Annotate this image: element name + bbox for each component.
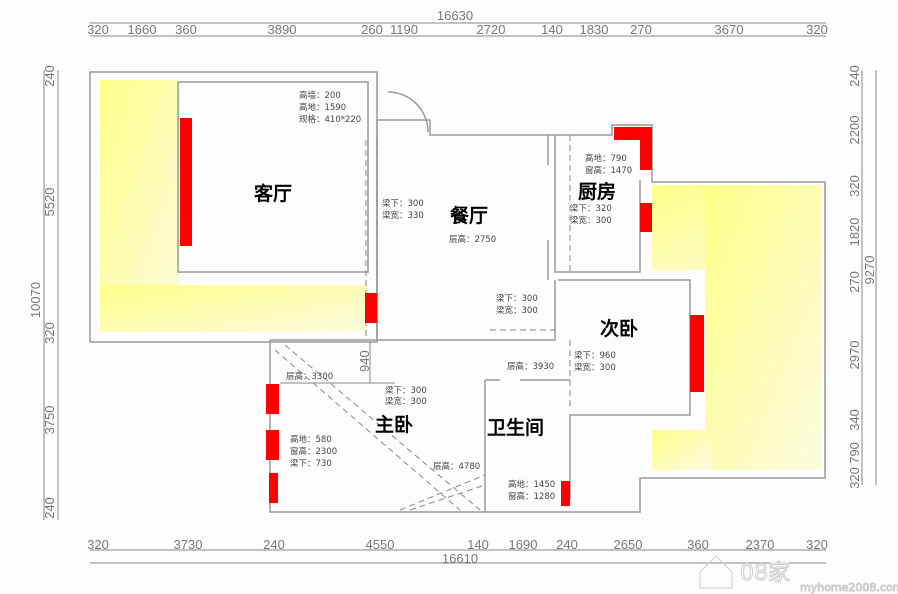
window-living-2	[365, 293, 377, 323]
note: 层高：2750	[449, 234, 496, 245]
note: 高地：1450	[508, 479, 555, 490]
dimension-label: 1190	[390, 22, 418, 37]
window-bathroom	[561, 481, 570, 506]
dimension-label: 240	[263, 537, 285, 552]
windows	[180, 118, 704, 506]
dimension-label: 260	[361, 22, 383, 37]
bottom-dimension: 16610 320 3730 240 4550 140 1690 240 2650 360 237…	[87, 537, 828, 566]
note: 高地：1590	[299, 102, 346, 113]
dimension-label: 2650	[614, 537, 643, 552]
room-dining: 餐厅	[450, 204, 488, 227]
watermark-logo: 08家 myhome2008.com	[699, 555, 898, 594]
dimension-label: 4550	[366, 537, 395, 552]
window-master-2	[266, 430, 279, 460]
dimension-label: 3730	[174, 537, 203, 552]
dimension-label: 140	[541, 22, 563, 37]
note: 梁宽：300	[574, 362, 616, 373]
dimension-label: 2200	[847, 116, 862, 145]
top-dimension: 16630 320 1660 360 3890 260 1190 2720 140 1830 27…	[87, 8, 828, 37]
window-master-3	[269, 473, 278, 503]
dimension-label: 360	[175, 22, 197, 37]
dimension-label: 2720	[477, 22, 506, 37]
dimension-label: 320	[42, 322, 57, 344]
watermark-brand: 08家	[740, 561, 790, 586]
dimension-label: 320	[87, 537, 109, 552]
dimension-label: 320	[847, 467, 862, 489]
dim-940: 940	[357, 350, 372, 372]
note: 梁宽：300	[385, 396, 427, 407]
dimension-label: 240	[42, 497, 57, 519]
dimension-label: 240	[556, 537, 578, 552]
note: 梁下：300	[382, 199, 424, 209]
dimension-label: 340	[847, 409, 862, 431]
dimension-label: 1830	[580, 22, 609, 37]
left-dimension: 240 5520 10070 320 3750 240	[28, 65, 59, 520]
room-master-bedroom: 主卧	[375, 414, 413, 436]
note: 层高：3930	[507, 361, 554, 372]
dimension-label: 320	[87, 22, 109, 37]
note: 梁下：300	[496, 294, 538, 304]
window-master-1	[266, 384, 279, 414]
note: 层高：3300	[286, 371, 333, 382]
dimension-label: 2370	[746, 537, 775, 552]
dimension-label: 320	[847, 175, 862, 197]
note: 高地：790	[585, 153, 627, 164]
note: 规格：410*220	[299, 114, 361, 125]
dimension-label: 240	[847, 65, 862, 87]
dimension-label: 320	[806, 537, 828, 552]
note: 梁宽：300	[496, 305, 538, 316]
note: 窗高：1470	[585, 165, 632, 176]
dimension-label: 5520	[42, 188, 57, 217]
note: 窗高：1280	[508, 491, 555, 502]
balcony-left	[100, 80, 368, 332]
beam-lines	[274, 135, 571, 511]
window-kitchen	[640, 127, 652, 170]
dimension-label: 320	[806, 22, 828, 37]
dim-top-total: 16630	[437, 8, 473, 23]
room-living: 客厅	[254, 182, 292, 205]
dim-bottom-total: 16610	[442, 551, 478, 566]
note: 高地：580	[290, 434, 332, 445]
dimension-label: 790	[847, 442, 862, 464]
dimension-label: 1820	[847, 218, 862, 247]
room-kitchen: 厨房	[578, 180, 616, 203]
note: 梁宽：300	[570, 215, 612, 226]
note: 梁宽：330	[382, 210, 424, 221]
window-living	[180, 118, 192, 246]
dimension-label: 3890	[268, 22, 297, 37]
room-bathroom: 卫生间	[487, 416, 544, 439]
dimension-label: 270	[630, 22, 652, 37]
balcony-right	[652, 185, 822, 470]
dimension-label: 3670	[715, 22, 744, 37]
note: 梁下：320	[570, 204, 612, 214]
note: 梁下：300	[385, 386, 427, 396]
window-kitchen-2	[640, 203, 652, 232]
notes: 高墙：200 高地：1590 规格：410*220 梁下：300 梁宽：330 …	[286, 90, 632, 502]
dimension-label: 1690	[509, 537, 538, 552]
dimension-label: 270	[847, 271, 862, 293]
dimension-label: 140	[467, 537, 489, 552]
dimension-label: 240	[42, 65, 57, 87]
dimension-label: 1660	[128, 22, 157, 37]
dimension-label: 360	[687, 537, 709, 552]
note: 高墙：200	[299, 90, 341, 101]
dimension-label: 9270	[862, 256, 877, 285]
dimension-label: 10070	[28, 282, 43, 318]
watermark-url: myhome2008.com	[800, 581, 898, 594]
dimension-label: 3750	[42, 406, 57, 435]
note: 层高：4780	[433, 461, 480, 472]
window-second-bed	[690, 315, 704, 392]
note: 窗高：2300	[290, 446, 337, 457]
dimension-label: 2970	[847, 341, 862, 370]
room-second-bedroom: 次卧	[600, 317, 638, 340]
note: 梁下：960	[574, 351, 616, 361]
note: 梁下：730	[290, 459, 332, 469]
